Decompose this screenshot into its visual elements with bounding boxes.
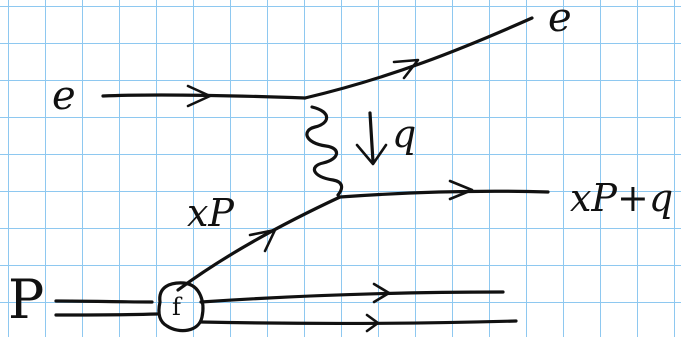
proton-double-line	[54, 299, 159, 317]
incoming-electron-label: e	[52, 73, 76, 119]
virtual-photon-line	[305, 105, 344, 197]
outgoing-electron-line	[303, 16, 534, 100]
pdf-label: f	[172, 293, 183, 321]
parton-momentum-label: xP	[187, 191, 235, 235]
proton-label: P	[8, 268, 44, 331]
outgoing-parton-line	[338, 179, 550, 201]
incoming-parton-line	[176, 195, 342, 292]
struck-parton-label: xP+q	[570, 176, 673, 220]
spectator-lines	[199, 282, 518, 333]
outgoing-electron-label: e	[548, 0, 572, 41]
momentum-arrow	[355, 111, 388, 166]
pdf-blob	[157, 281, 205, 333]
incoming-electron-line	[101, 84, 307, 108]
photon-momentum-label: q	[392, 112, 416, 156]
